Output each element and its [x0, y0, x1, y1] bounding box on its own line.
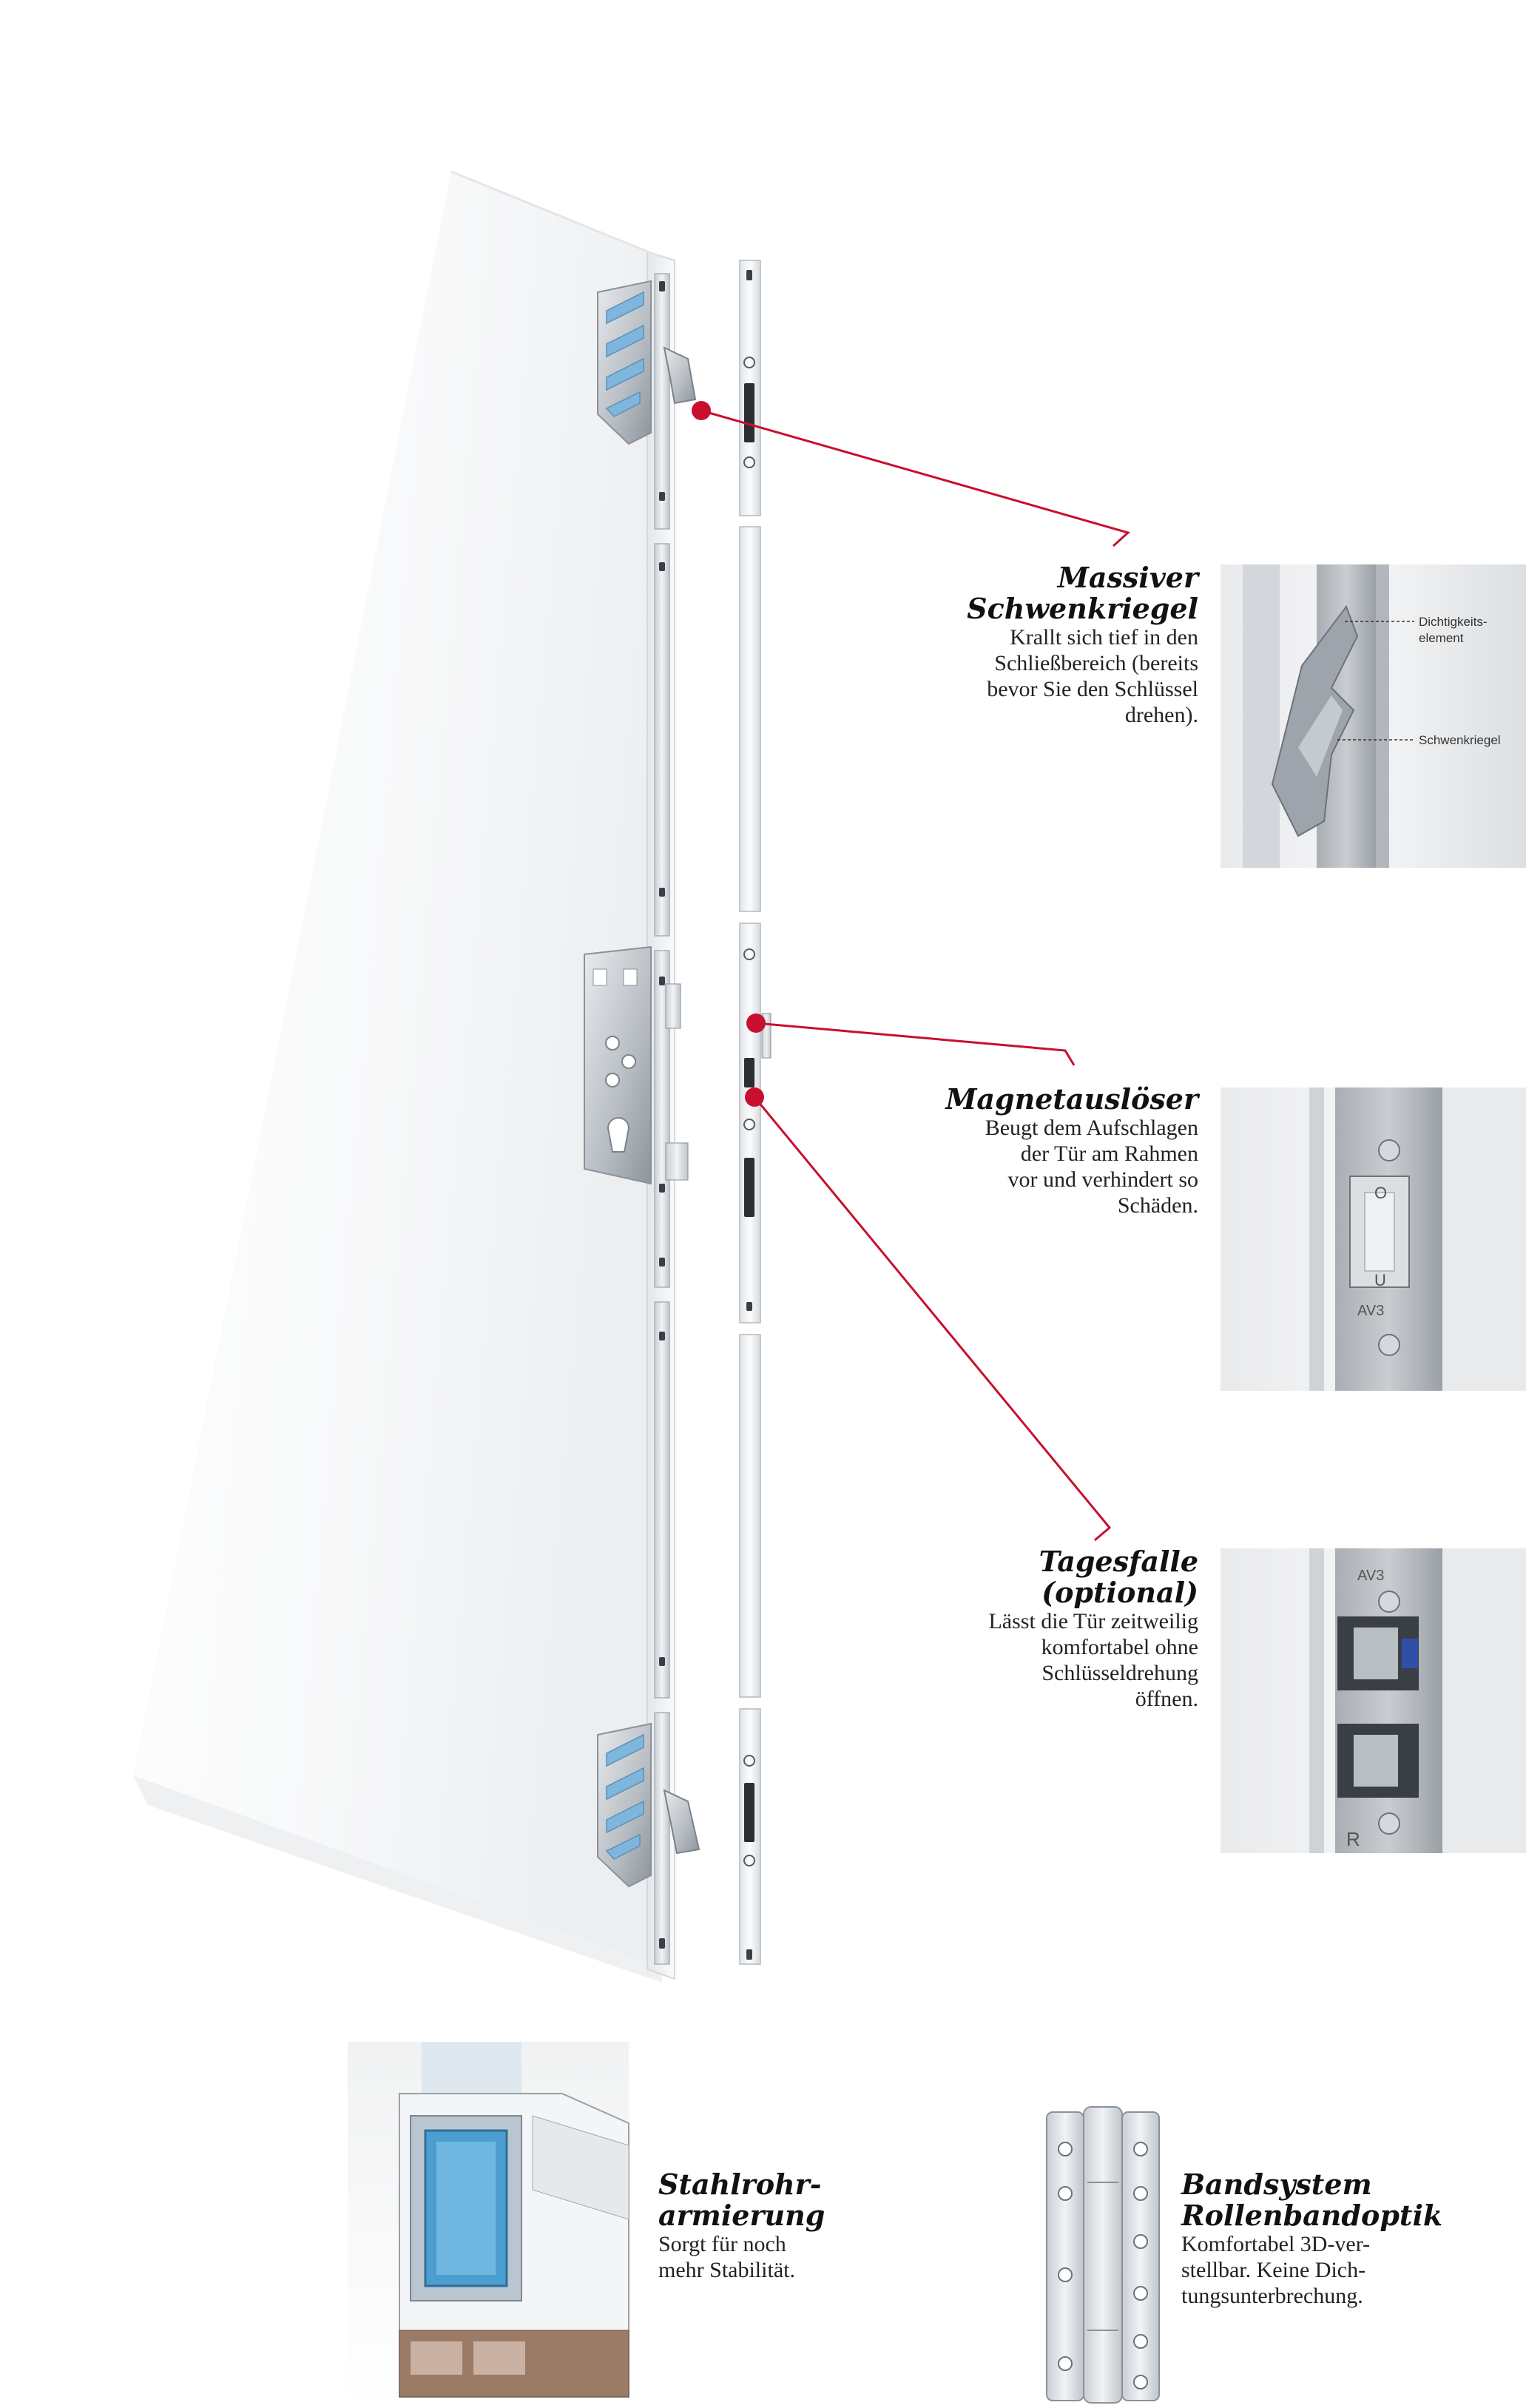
photo-swing-bolt: Dichtigkeits- element Schwenkriegel	[1221, 564, 1526, 868]
callout-swing-bolt-title: Massiver Schwenkriegel	[967, 561, 1198, 625]
callout-hinge-title: Bandsystem Rollenbandoptik	[1181, 2168, 1443, 2232]
callout-day-latch: Tagesfalle (optional) Lässt die Tür zeit…	[873, 1546, 1198, 1712]
callout-lines	[700, 409, 1131, 1542]
photo-day-latch: AV3 R	[1221, 1548, 1526, 1853]
callout-steel-tube: Stahlrohr- armierung Sorgt für noch mehr…	[658, 2169, 902, 2283]
photo-label-bolt: Schwenkriegel	[1419, 733, 1501, 747]
callout-hinge: Bandsystem Rollenbandoptik Komfortabel 3…	[1181, 2169, 1507, 2309]
callout-magnetic-trigger: Magnetauslöser Beugt dem Aufschlagen der…	[873, 1084, 1198, 1218]
roller-hinge	[1046, 2106, 1160, 2404]
photo-mark-r: R	[1346, 1828, 1360, 1850]
callout-day-latch-title: Tagesfalle (optional)	[1039, 1545, 1198, 1609]
main-lock-case	[584, 945, 689, 1185]
callout-day-latch-text: Lässt die Tür zeitweilig komfortabel ohn…	[988, 1609, 1198, 1711]
door-faceplate	[654, 273, 670, 1965]
photo-mark-o: O	[1374, 1184, 1387, 1202]
photo-label-seal-1: Dichtigkeits-	[1419, 615, 1488, 629]
photo-label-seal-2: element	[1419, 631, 1464, 645]
steel-tube-profile	[348, 2042, 629, 2408]
photo-mark-av3: AV3	[1357, 1303, 1384, 1319]
photo-mark-av3: AV3	[1357, 1568, 1384, 1584]
callout-hinge-text: Komfortabel 3D-ver- stellbar. Keine Dich…	[1181, 2232, 1371, 2308]
callout-steel-tube-text: Sorgt für noch mehr Stabilität.	[658, 2232, 795, 2282]
callout-magnetic-trigger-text: Beugt dem Aufschlagen der Tür am Rahmen …	[985, 1116, 1198, 1218]
photo-magnetic-trigger: O U AV3	[1221, 1087, 1526, 1391]
callout-magnetic-trigger-title: Magnetauslöser	[945, 1082, 1198, 1116]
bottom-swing-bolt	[597, 1722, 700, 1888]
top-swing-bolt	[597, 280, 697, 445]
callout-swing-bolt-text: Krallt sich tief in den Schließbereich (…	[987, 625, 1198, 727]
callout-steel-tube-title: Stahlrohr- armierung	[658, 2168, 826, 2232]
photo-mark-u: U	[1374, 1271, 1386, 1289]
callout-dots	[692, 401, 766, 1107]
callout-swing-bolt: Massiver Schwenkriegel Krallt sich tief …	[873, 562, 1198, 728]
frame-strike-plate	[739, 260, 772, 1965]
